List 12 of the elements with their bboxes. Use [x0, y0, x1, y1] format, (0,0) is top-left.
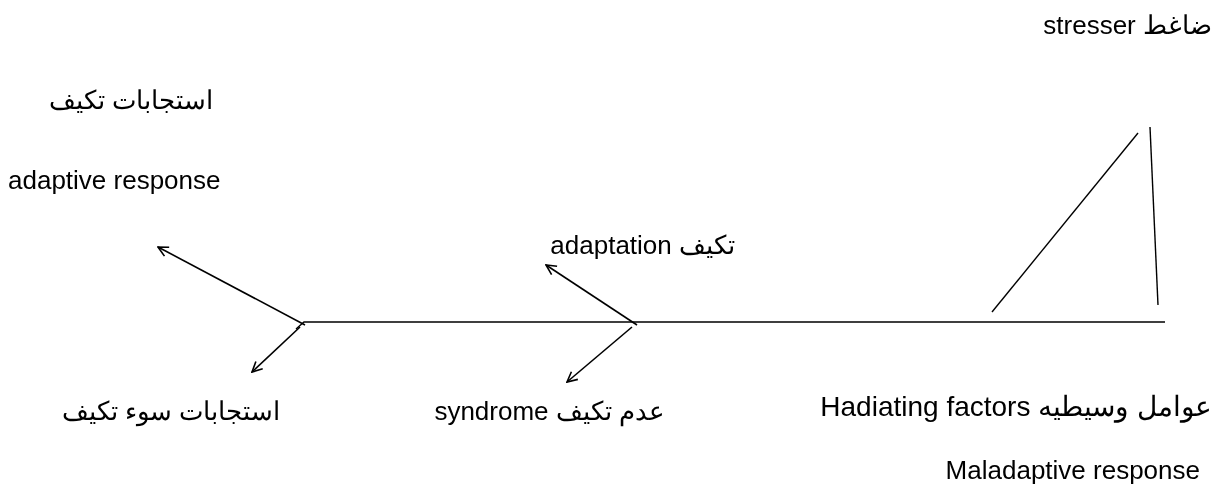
- node-text: تكيف adaptation: [549, 230, 735, 260]
- label-text: ضاغط stresser: [1042, 10, 1212, 40]
- label-text: Maladaptive response: [944, 455, 1200, 485]
- arrow: [566, 326, 633, 383]
- node-text: adaptive response: [8, 165, 222, 195]
- arrow: [157, 246, 306, 326]
- node-text: عدم تكيف syndrome: [433, 396, 665, 426]
- arrow: [545, 264, 638, 326]
- label-text: عوامل وسيطيه Hadiating factors: [819, 392, 1212, 422]
- arrow: [251, 326, 301, 373]
- node-text: استجابات سوء تكيف: [60, 396, 280, 426]
- node-text: استجابات تكيف: [47, 85, 213, 115]
